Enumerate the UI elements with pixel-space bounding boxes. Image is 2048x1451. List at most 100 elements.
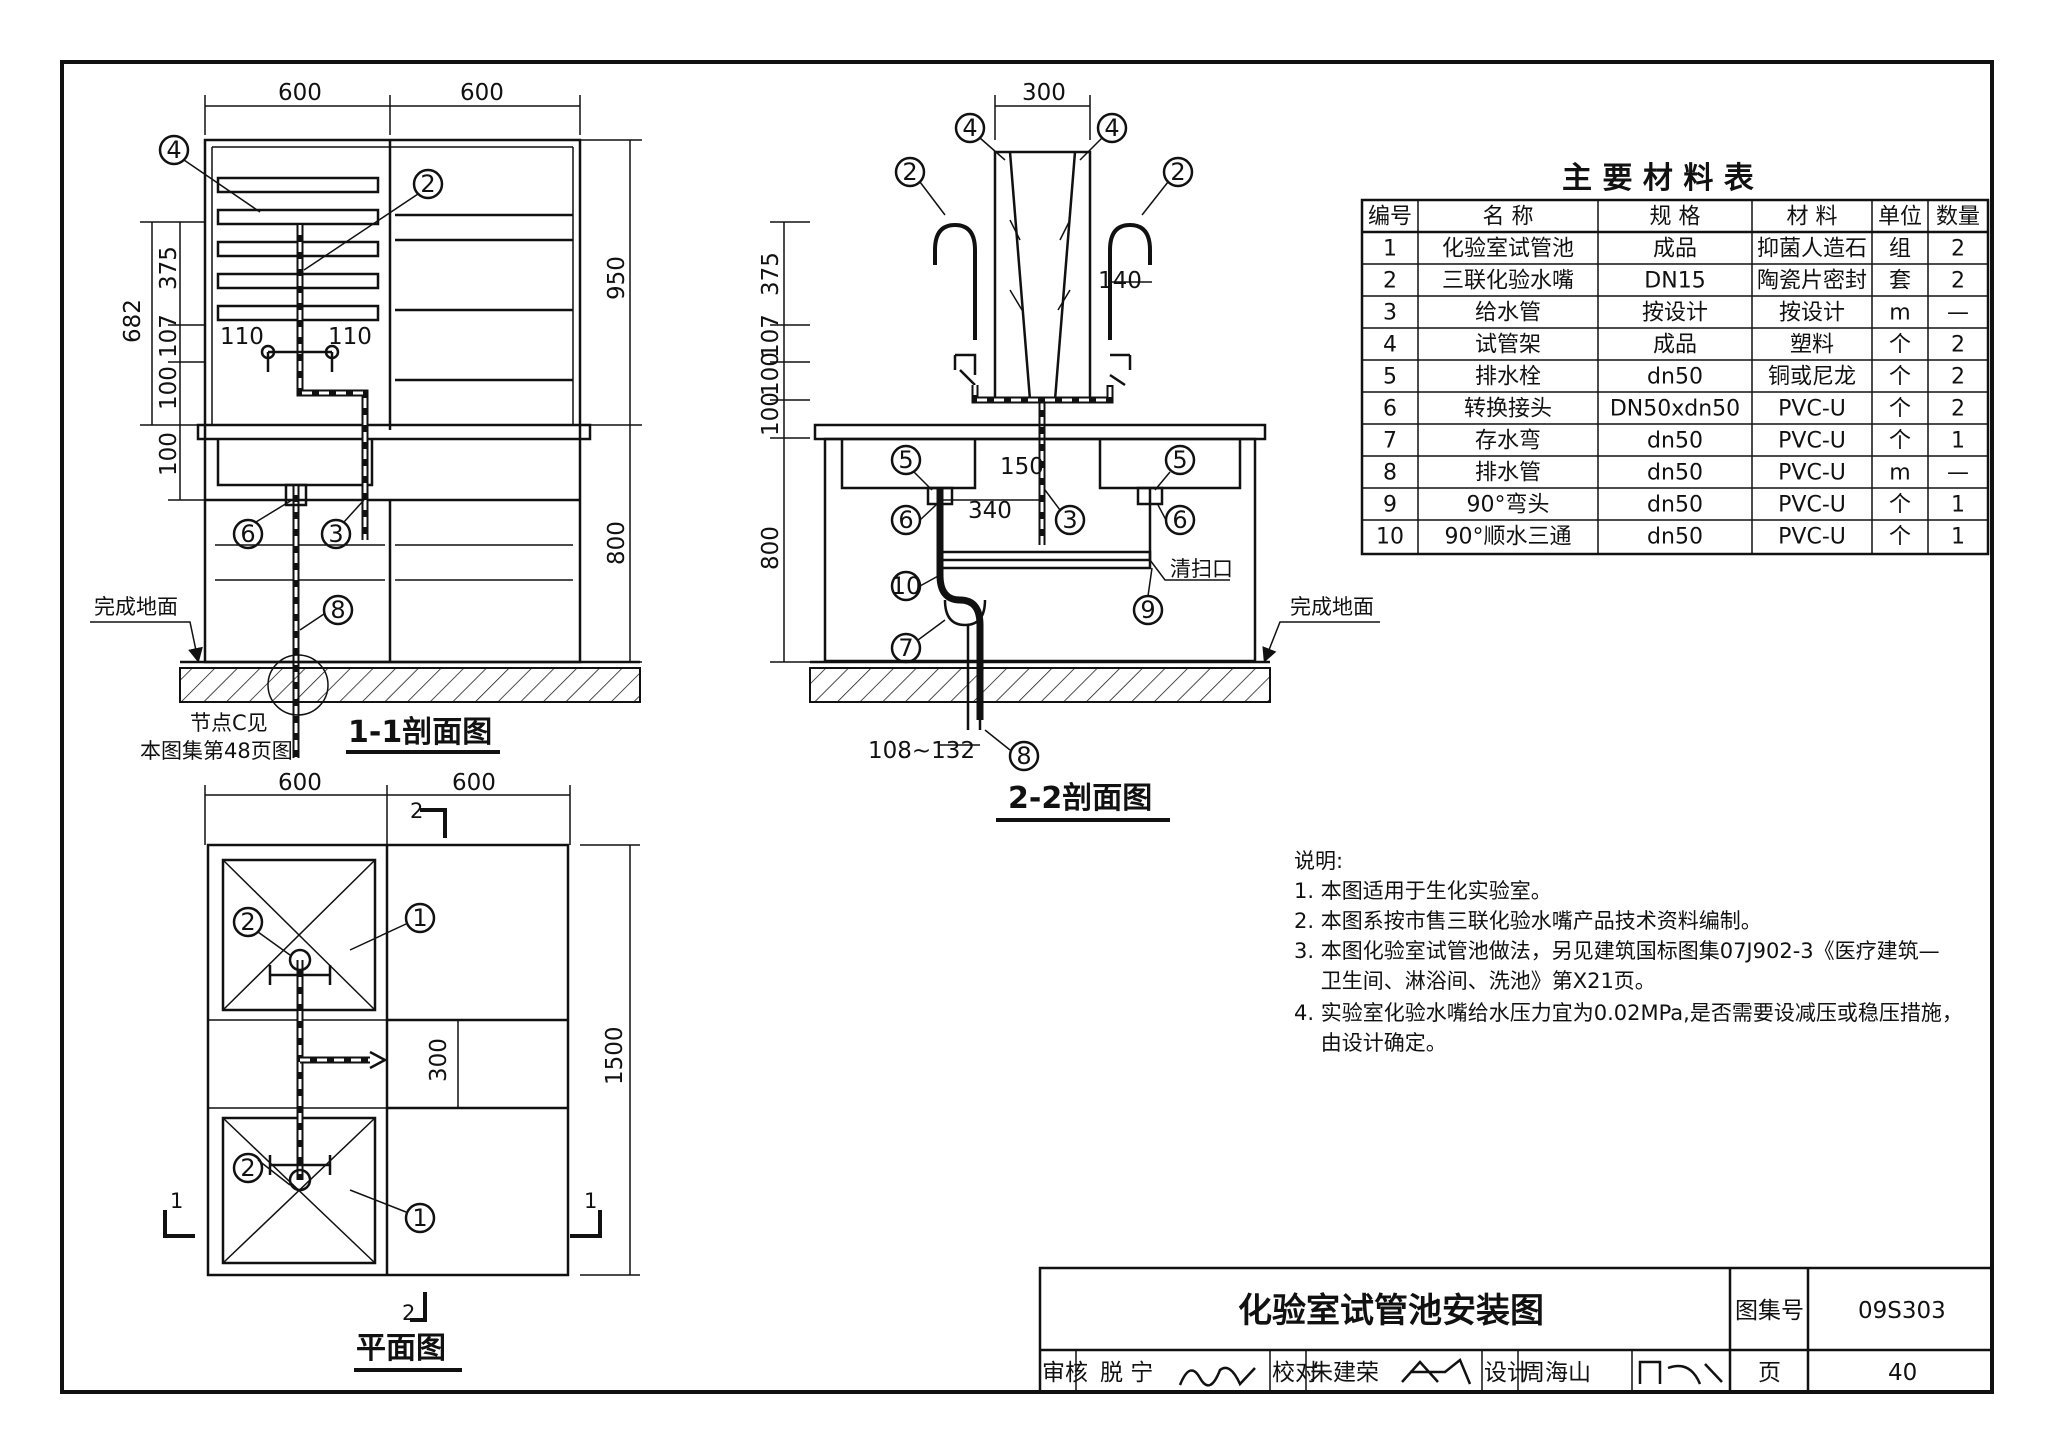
s22-dim-375: 375	[758, 252, 784, 296]
s22-callout-2a: 2	[902, 158, 917, 186]
table-cell: m	[1889, 301, 1910, 326]
table-cell: 3	[1383, 301, 1397, 326]
title-block: 化验室试管池安装图 图集号 09S303 审核 脱 宁 校对 朱建荣 设计 周海…	[1038, 1266, 1994, 1394]
s11-callout-8: 8	[330, 596, 345, 624]
s22-callout-6a: 6	[898, 506, 913, 534]
table-cell: 排水栓	[1475, 365, 1541, 390]
review-label: 审核	[1042, 1360, 1088, 1386]
s11-node-ref-2: 本图集第48页图	[140, 739, 293, 763]
s11-dim-800: 800	[604, 521, 630, 565]
design-label: 设计	[1484, 1360, 1530, 1386]
table-cell: 铜或尼龙	[1768, 365, 1856, 390]
s11-dim-110-left: 110	[220, 324, 264, 350]
checker-name: 朱建荣	[1310, 1360, 1379, 1386]
s22-dim-340: 340	[968, 498, 1012, 524]
plan-callouts: 1 2 2 1	[232, 902, 436, 1234]
table-cell: 1	[1951, 429, 1965, 454]
s11-callout-3: 3	[328, 520, 343, 548]
s22-dim-140: 140	[1098, 268, 1142, 294]
table-cell: 排水管	[1475, 461, 1541, 486]
plan-dim-1500: 1500	[602, 1026, 628, 1085]
s22-callout-5a: 5	[898, 446, 913, 474]
table-cell: 6	[1383, 397, 1397, 422]
table-header-cell: 材 料	[1787, 205, 1838, 230]
plan-section-mark-1-left: 1	[170, 1189, 183, 1213]
table-cell: 2	[1951, 333, 1965, 358]
table-header-cell: 单位	[1878, 205, 1922, 230]
table-cell: 个	[1889, 525, 1911, 550]
table-cell: 存水弯	[1475, 429, 1541, 454]
notes-heading: 说明:	[1294, 849, 1343, 873]
designer-name: 周海山	[1522, 1360, 1591, 1386]
note-3b: 卫生间、淋浴间、洗池》第X21页。	[1294, 969, 1656, 993]
table-cell: 2	[1951, 397, 1965, 422]
table-cell: 4	[1383, 333, 1397, 358]
s11-dim-682: 682	[120, 299, 146, 343]
reviewer-name: 脱 宁	[1100, 1360, 1153, 1386]
s22-callout-4b: 4	[1104, 114, 1119, 142]
table-cell: 按设计	[1779, 301, 1845, 326]
s11-dim-100a: 100	[156, 366, 182, 410]
s11-dim-110-right: 110	[328, 324, 372, 350]
s11-title: 1-1剖面图	[348, 715, 492, 750]
table-cell: dn50	[1647, 365, 1703, 390]
table-cell: 1	[1383, 237, 1397, 262]
section-1-1-view: 600 600	[90, 80, 642, 763]
s22-callout-8: 8	[1016, 742, 1031, 770]
table-cell: 个	[1889, 365, 1911, 390]
s11-callout-4: 4	[166, 136, 181, 164]
table-cell: 成品	[1653, 333, 1697, 358]
table-cell: PVC-U	[1778, 397, 1846, 422]
table-cell: 套	[1889, 269, 1911, 294]
drawing-title: 化验室试管池安装图	[1238, 1291, 1544, 1331]
sheet-border	[60, 60, 1994, 1394]
plan-dim-top-2: 600	[452, 770, 496, 796]
table-cell: 组	[1889, 237, 1911, 262]
s11-callout-2: 2	[420, 170, 435, 198]
s22-callout-9: 9	[1140, 596, 1155, 624]
table-cell: 90°顺水三通	[1445, 525, 1572, 550]
table-cell: 给水管	[1475, 301, 1541, 326]
s11-floor-label: 完成地面	[94, 595, 178, 619]
table-cell: 2	[1951, 269, 1965, 294]
s11-floor-slab	[179, 667, 641, 703]
check-label: 校对	[1272, 1360, 1318, 1386]
s22-title: 2-2剖面图	[1008, 781, 1152, 816]
table-header-cell: 规 格	[1650, 205, 1701, 230]
table-cell: PVC-U	[1778, 461, 1846, 486]
reviewer-signature	[1178, 1366, 1256, 1387]
notes-block: 说明: 1. 本图适用于生化实验室。 2. 本图系按市售三联化验水嘴产品技术资料…	[1294, 849, 1963, 1055]
plan-dim-300: 300	[426, 1038, 452, 1082]
checker-signature	[1401, 1357, 1472, 1385]
s22-callout-10: 10	[891, 572, 922, 600]
table-cell: PVC-U	[1778, 525, 1846, 550]
designer-signature	[1638, 1360, 1723, 1385]
table-cell: 个	[1889, 333, 1911, 358]
table-cell: m	[1889, 461, 1910, 486]
table-cell: 9	[1383, 493, 1397, 518]
plan-dim-top-1: 600	[278, 770, 322, 796]
table-cell: PVC-U	[1778, 493, 1846, 518]
table-cell: 转换接头	[1464, 397, 1552, 422]
plan-callout-1b: 1	[412, 1204, 427, 1232]
s22-dim-800: 800	[758, 526, 784, 570]
s22-floor-label: 完成地面	[1290, 595, 1374, 619]
s22-callout-7: 7	[898, 634, 913, 662]
table-cell: DN50xdn50	[1610, 397, 1740, 422]
s22-dim-107: 107	[758, 314, 784, 358]
table-cell: 个	[1889, 397, 1911, 422]
s11-dim-100b: 100	[156, 432, 182, 476]
s22-dim-100a: 100	[758, 352, 784, 396]
table-cell: 8	[1383, 461, 1397, 486]
s22-dim-100b: 100	[758, 392, 784, 436]
s11-callout-6: 6	[240, 520, 255, 548]
note-3a: 3. 本图化验室试管池做法，另见建筑国标图集07J902-3《医疗建筑—	[1294, 939, 1940, 963]
table-cell: 三联化验水嘴	[1442, 269, 1574, 294]
s22-dim-300: 300	[1022, 80, 1066, 106]
s11-dim-top-1: 600	[278, 80, 322, 106]
table-cell: 化验室试管池	[1442, 237, 1574, 262]
s11-dim-375: 375	[156, 246, 182, 290]
s22-callout-2b: 2	[1170, 158, 1185, 186]
table-cell: —	[1947, 461, 1969, 486]
